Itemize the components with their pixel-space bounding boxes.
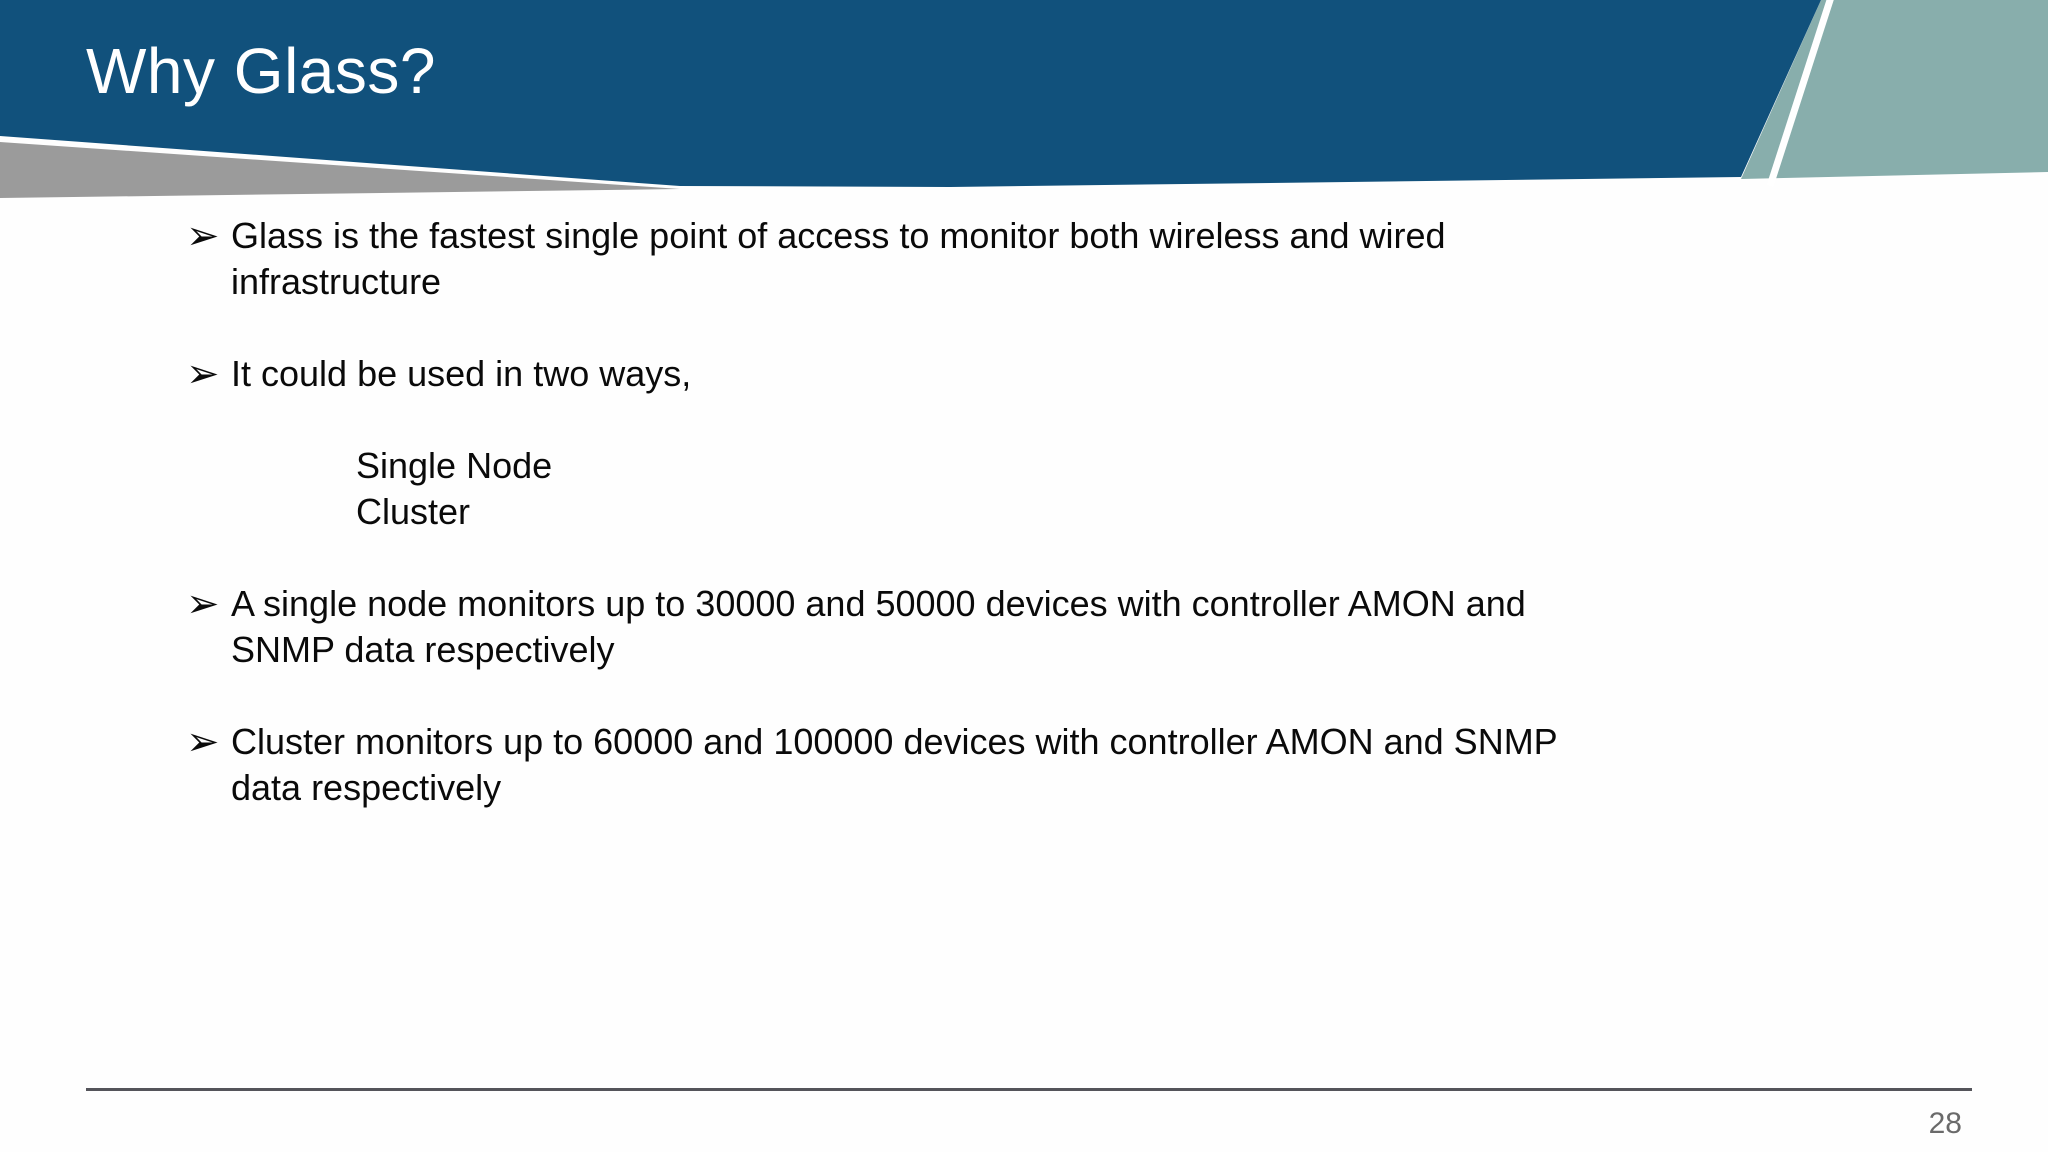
bullet-text-line: Glass is the fastest single point of acc… xyxy=(231,215,1446,256)
bullet-text-line: A single node monitors up to 30000 and 5… xyxy=(231,583,1526,624)
bullet-text: Cluster monitors up to 60000 and 100000 … xyxy=(231,719,1806,811)
sub-item: Cluster xyxy=(356,491,471,532)
bullet-item: ➢ It could be used in two ways, xyxy=(186,351,1806,397)
bullet-item: ➢ Cluster monitors up to 60000 and 10000… xyxy=(186,719,1806,811)
diagonal-line xyxy=(1766,0,1834,188)
header-decoration xyxy=(0,0,2048,198)
sub-item-list: Single Node Cluster xyxy=(356,443,1806,535)
bullet-text: It could be used in two ways, xyxy=(231,351,1806,397)
bullet-text-line: SNMP data respectively xyxy=(231,629,615,670)
arrow-bullet-icon: ➢ xyxy=(186,581,220,627)
page-number: 28 xyxy=(1928,1107,1962,1140)
bullet-item: ➢ Glass is the fastest single point of a… xyxy=(186,213,1806,305)
footer-divider xyxy=(86,1088,1972,1091)
slide-body: ➢ Glass is the fastest single point of a… xyxy=(186,213,1806,857)
bullet-text: Glass is the fastest single point of acc… xyxy=(231,213,1806,305)
arrow-bullet-icon: ➢ xyxy=(186,719,220,765)
gray-ribbon-shape xyxy=(0,142,680,198)
arrow-bullet-icon: ➢ xyxy=(186,351,220,397)
bullet-text-line: Cluster monitors up to 60000 and 100000 … xyxy=(231,721,1558,762)
bullet-text-line: data respectively xyxy=(231,767,502,808)
bullet-text-line: It could be used in two ways, xyxy=(231,353,692,394)
arrow-bullet-icon: ➢ xyxy=(186,213,220,259)
sub-item: Single Node xyxy=(356,445,553,486)
slide-title: Why Glass? xyxy=(86,35,436,107)
blue-header-shape xyxy=(0,0,1821,187)
bullet-text: A single node monitors up to 30000 and 5… xyxy=(231,581,1806,673)
bullet-text-line: infrastructure xyxy=(231,261,442,302)
bullet-item: ➢ A single node monitors up to 30000 and… xyxy=(186,581,1806,673)
